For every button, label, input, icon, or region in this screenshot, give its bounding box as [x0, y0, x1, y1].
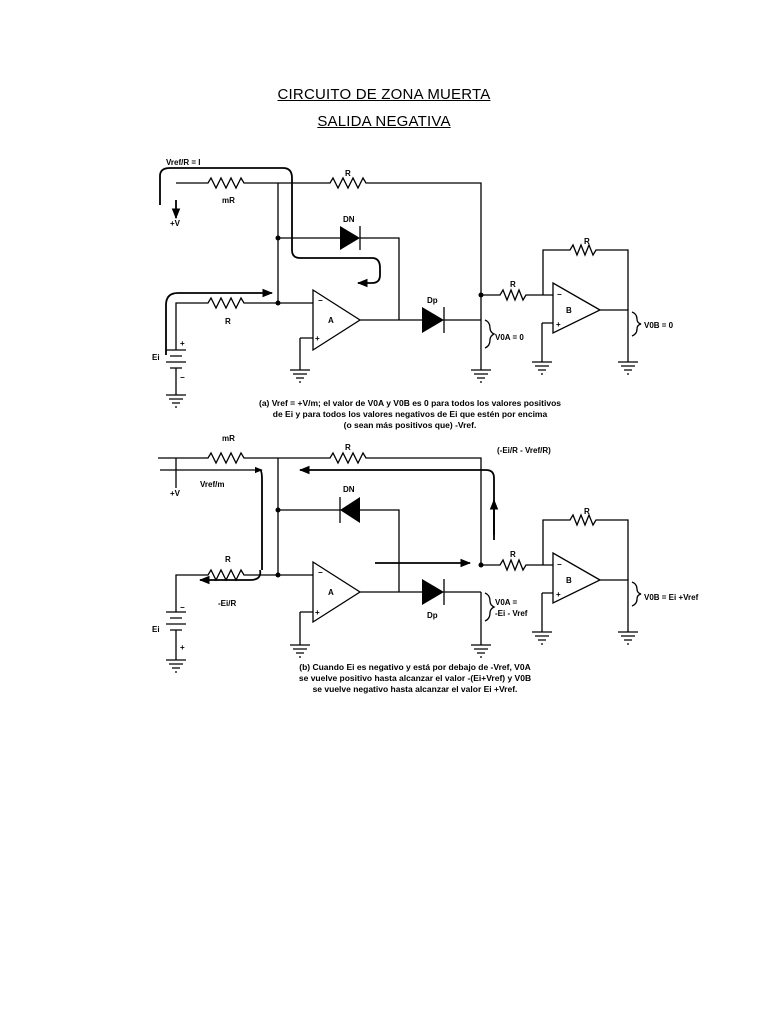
- dp-label-b: Dp: [427, 611, 438, 620]
- v0a-label-b2: -Ei - Vref: [495, 609, 528, 618]
- opamp-a-label: A: [328, 316, 334, 325]
- battery-plus: +: [180, 339, 185, 348]
- dp-label: Dp: [427, 296, 438, 305]
- minus-sign-a2: −: [318, 568, 323, 577]
- document-title: CIRCUITO DE ZONA MUERTA: [277, 86, 491, 103]
- caption-b-1: (b) Cuando Ei es negativo y está por deb…: [299, 662, 530, 672]
- r-in-label: R: [225, 317, 231, 326]
- v0b-label-b: V0B = Ei +Vref: [644, 593, 699, 602]
- caption-a-2: de Ei y para todos los valores negativos…: [273, 409, 548, 419]
- caption-a-3: (o sean más positivos que) -Vref.: [344, 420, 477, 430]
- ei-r-label: -Ei/R: [218, 599, 236, 608]
- plus-sign-b2: +: [556, 590, 561, 599]
- caption-a-1: (a) Vref = +V/m; el valor de V0A y V0B e…: [259, 398, 561, 408]
- plus-v-label-b: +V: [170, 489, 181, 498]
- mr-label: mR: [222, 196, 235, 205]
- r-in-label-b: R: [225, 555, 231, 564]
- mr-label-b: mR: [222, 434, 235, 443]
- plus-sign-a: +: [315, 334, 320, 343]
- battery-minus-b: −: [180, 603, 185, 612]
- plus-sign-a2: +: [315, 608, 320, 617]
- r-fb-label-b: R: [584, 507, 590, 516]
- plus-sign-b: +: [556, 320, 561, 329]
- battery-plus-b: +: [180, 643, 185, 652]
- battery-minus: −: [180, 373, 185, 382]
- circuit-a: [159, 167, 642, 408]
- r-b-in-label: R: [510, 280, 516, 289]
- plus-v-label: +V: [170, 219, 181, 228]
- minus-sign-b: −: [557, 290, 562, 299]
- opamp-b-label-b: B: [566, 576, 572, 585]
- ei-label: Ei: [152, 353, 160, 362]
- vref-current-label: Vref/R = I: [166, 158, 200, 167]
- current-label-b: (-Ei/R - Vref/R): [497, 446, 551, 455]
- opamp-b-label: B: [566, 306, 572, 315]
- v0b-label: V0B = 0: [644, 321, 674, 330]
- vref-m-label: Vref/m: [200, 480, 224, 489]
- document-subtitle: SALIDA NEGATIVA: [317, 113, 451, 130]
- minus-sign-a: −: [318, 296, 323, 305]
- caption-b-3: se vuelve negativo hasta alcanzar el val…: [313, 684, 518, 694]
- dn-label: DN: [343, 215, 355, 224]
- opamp-a-label-b: A: [328, 588, 334, 597]
- caption-b-2: se vuelve positivo hasta alcanzar el val…: [299, 673, 531, 683]
- ei-label-b: Ei: [152, 625, 160, 634]
- v0a-label-b1: V0A =: [495, 598, 517, 607]
- dn-label-b: DN: [343, 485, 355, 494]
- r-top-label: R: [345, 169, 351, 178]
- circuit-b: [158, 451, 642, 673]
- r-top-label-b: R: [345, 443, 351, 452]
- minus-sign-b2: −: [557, 560, 562, 569]
- v0a-label: V0A = 0: [495, 333, 524, 342]
- r-b-in-label-b: R: [510, 550, 516, 559]
- r-fb-label: R: [584, 237, 590, 246]
